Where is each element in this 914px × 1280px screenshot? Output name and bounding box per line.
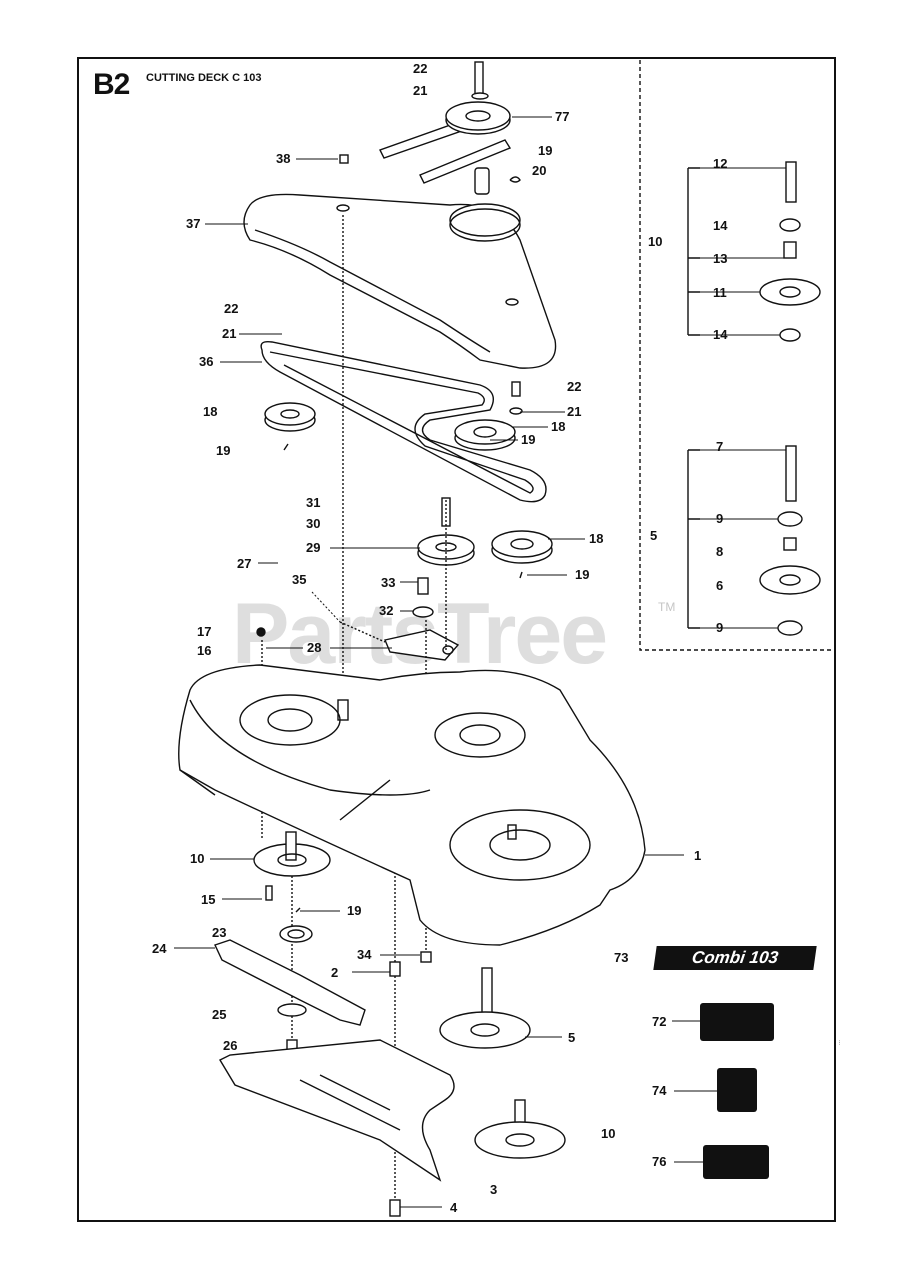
decal-72: [700, 1003, 774, 1041]
callout-9a: 9: [716, 511, 724, 526]
callout-18b: 18: [551, 419, 566, 434]
callout-12: 12: [713, 156, 728, 171]
callout-33: 33: [381, 575, 396, 590]
spindle-5: [439, 967, 531, 1049]
watermark-tm: TM: [658, 600, 676, 614]
callout-23: 23: [212, 925, 227, 940]
callout-13: 13: [713, 251, 728, 266]
callout-5a: 5: [568, 1030, 576, 1045]
callout-5b: 5: [650, 528, 658, 543]
callout-1: 1: [694, 848, 702, 863]
spindle-10-left: [253, 831, 331, 943]
callout-24: 24: [152, 941, 167, 956]
callout-19e: 19: [347, 903, 362, 918]
callout-72: 72: [652, 1014, 667, 1029]
callout-14b: 14: [713, 327, 728, 342]
callout-20: 20: [532, 163, 547, 178]
callout-22c: 22: [567, 379, 582, 394]
callout-26: 26: [223, 1038, 238, 1053]
callout-8: 8: [716, 544, 724, 559]
main-deck-1: [178, 664, 646, 946]
callout-9b: 9: [716, 620, 724, 635]
callout-19b: 19: [216, 443, 231, 458]
callout-19a: 19: [538, 143, 553, 158]
pulley-18-mid: [454, 381, 523, 451]
callout-31: 31: [306, 495, 321, 510]
callout-11: 11: [713, 285, 727, 300]
callout-28: 28: [307, 640, 322, 655]
callout-15: 15: [201, 892, 216, 907]
callout-77: 77: [555, 109, 570, 124]
diagram-frame: [77, 57, 836, 1222]
callout-2: 2: [331, 965, 339, 980]
side-code: ...: [836, 1040, 842, 1046]
callout-27: 27: [237, 556, 252, 571]
callout-10b: 10: [601, 1126, 616, 1141]
callout-6: 6: [716, 578, 724, 593]
callout-19d: 19: [575, 567, 590, 582]
deflector-26: [219, 1039, 455, 1182]
callout-29: 29: [306, 540, 321, 555]
callout-21c: 21: [567, 404, 582, 419]
callout-73: 73: [614, 950, 629, 965]
callout-16: 16: [197, 643, 212, 658]
callout-36: 36: [199, 354, 214, 369]
callout-4: 4: [450, 1200, 458, 1215]
callout-32: 32: [379, 603, 394, 618]
callout-35: 35: [292, 572, 307, 587]
callout-76: 76: [652, 1154, 667, 1169]
callout-18c: 18: [589, 531, 604, 546]
diagram-title: CUTTING DECK C 103: [146, 72, 262, 84]
belt-36: [260, 340, 547, 503]
callout-21a: 21: [413, 83, 428, 98]
decal-74: [717, 1068, 757, 1112]
callout-10a: 10: [190, 851, 205, 866]
callout-21b: 21: [222, 326, 237, 341]
callout-10c: 10: [648, 234, 663, 249]
callout-22b: 22: [224, 301, 239, 316]
callout-17: 17: [197, 624, 212, 639]
callout-37: 37: [186, 216, 201, 231]
deck-cover-37: [243, 154, 557, 369]
decal-76: [703, 1145, 769, 1179]
idler-pulley-29: [256, 497, 475, 661]
callout-74: 74: [652, 1083, 667, 1098]
callout-38: 38: [276, 151, 291, 166]
callout-19c: 19: [521, 432, 536, 447]
callout-14a: 14: [713, 218, 728, 233]
inset-divider: [639, 60, 834, 651]
callout-18a: 18: [203, 404, 218, 419]
callout-22a: 22: [413, 61, 428, 76]
callout-34: 34: [357, 947, 372, 962]
pulley-18-left: [264, 402, 316, 451]
inset-spindle-5: [687, 445, 821, 636]
inset-spindle-10: [687, 161, 821, 342]
section-code: B2: [93, 68, 130, 101]
pulley-18-right: [491, 530, 553, 579]
callout-3: 3: [490, 1182, 498, 1197]
callout-30: 30: [306, 516, 321, 531]
callout-7: 7: [716, 439, 724, 454]
pulley-77-group: [379, 61, 521, 195]
blade-24: [214, 939, 366, 1051]
callout-25: 25: [212, 1007, 227, 1022]
combi-badge-73: Combi 103: [653, 946, 817, 970]
spindle-3: [474, 1099, 566, 1159]
leader-lines: [174, 116, 786, 1208]
